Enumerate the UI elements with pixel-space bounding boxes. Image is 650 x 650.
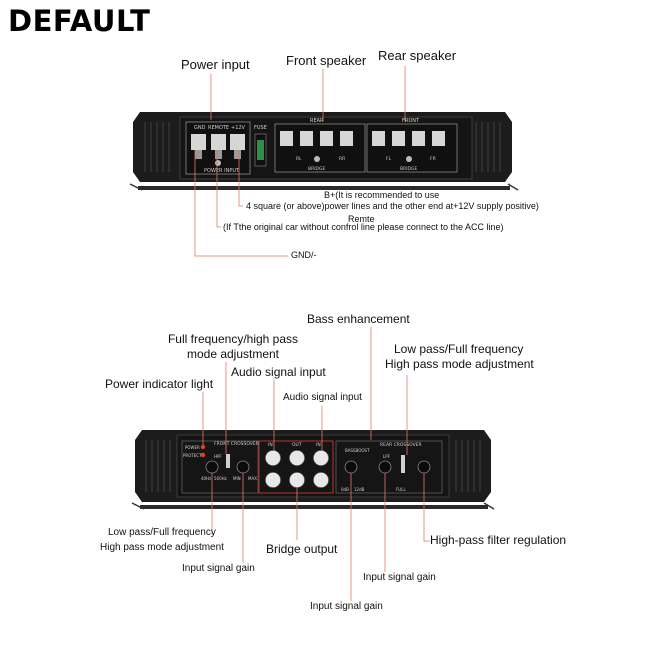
front-mode-switch <box>226 454 230 468</box>
label-rear-speaker: Rear speaker <box>378 48 457 63</box>
protect-led <box>200 452 206 458</box>
panel-bridge-front: BRIDGE <box>400 166 417 172</box>
panel-fr: FR <box>430 156 436 162</box>
panel-in: IN <box>268 442 273 448</box>
power-led <box>200 444 206 450</box>
panel-out: OUT <box>292 442 302 448</box>
panel-front: FRONT <box>402 118 420 124</box>
label-audio-signal-input-small: Audio signal input <box>283 392 362 403</box>
panel-hpf: HPF <box>214 454 222 459</box>
panel-front-crossover: FRONT CROSSOVER <box>214 441 259 447</box>
label-remote-title: Remte <box>348 214 375 224</box>
label-audio-signal-input-big: Audio signal input <box>231 365 326 379</box>
panel-fuse: FUSE <box>254 125 267 131</box>
panel-rr: RR <box>339 156 345 162</box>
panel-protect: PROTECT <box>183 453 202 458</box>
rear-gain-knob <box>378 460 392 474</box>
panel-max: MAX <box>248 476 257 481</box>
label-input-gain-2: Input signal gain <box>363 572 436 583</box>
panel-min: MIN <box>233 476 241 481</box>
front-terminal-screws <box>372 131 445 162</box>
power-terminal-screws <box>191 134 245 166</box>
panel-bassboost: BASSBOOST <box>345 448 370 453</box>
label-hpf-regulation: High-pass filter regulation <box>430 533 567 547</box>
rca-panel <box>258 440 334 494</box>
panel-remote: REMOTE <box>208 125 229 131</box>
panel-40hz: 40Hz <box>201 476 211 481</box>
label-bass-enhancement: Bass enhancement <box>307 312 410 326</box>
label-low-pass-2: High pass mode adjustment <box>385 357 534 371</box>
top-amplifier: GND REMOTE +12V FUSE REAR FRONT POWER IN… <box>129 66 519 257</box>
top-heatsink-fins-left <box>144 122 170 172</box>
rear-mode-switch <box>401 455 405 473</box>
label-full-freq-1: Full frequency/high pass <box>167 332 299 346</box>
label-b-plus-2: 4 square (or above)power lines and the o… <box>246 201 539 211</box>
label-remote-note: (If Tthe original car without confrol li… <box>223 222 504 232</box>
top-callout-lines <box>194 66 406 257</box>
rca-jacks <box>265 450 329 488</box>
panel-500hz: 500Hz <box>214 476 227 481</box>
rear-terminal-screws <box>280 131 353 162</box>
bottom-callout-lines <box>202 327 430 601</box>
watermark-text: DEFAULT <box>8 4 151 38</box>
label-front-speaker: Front speaker <box>286 53 367 68</box>
front-gain-knob <box>236 460 250 474</box>
panel-in-2: IN <box>316 442 321 448</box>
front-crossover-box <box>181 440 259 494</box>
label-lp-left-2: High pass mode adjustment <box>100 542 224 553</box>
panel-bridge-rear: BRIDGE <box>308 166 325 172</box>
panel-rear-crossover: REAR CROSSOVER <box>380 442 422 448</box>
label-input-gain-3: Input signal gain <box>310 601 383 612</box>
panel-rl: RL <box>296 156 302 162</box>
label-low-pass-1: Low pass/Full frequency <box>394 342 524 356</box>
bassboost-knob <box>344 460 358 474</box>
label-lp-left-1: Low pass/Full frequency <box>108 527 216 538</box>
panel-fl: FL <box>386 156 392 162</box>
panel-power-input: POWER INPUT <box>204 168 240 174</box>
panel-lpf: LPF <box>383 454 391 459</box>
panel-gnd: GND <box>194 125 206 131</box>
panel-plus12: +12V <box>231 125 246 131</box>
bottom-amplifier: FRONT CROSSOVER REAR CROSSOVER BASSBOOST… <box>131 327 495 601</box>
panel-0db: 0dB <box>341 487 349 492</box>
panel-12db: 12dB <box>354 487 365 492</box>
panel-full: FULL <box>396 487 406 492</box>
panel-rear: REAR <box>310 118 324 124</box>
panel-power: POWER <box>185 445 200 450</box>
rear-crossover-box <box>335 440 443 494</box>
label-b-plus-1: B+(It is recommended to use <box>324 190 440 200</box>
front-crossover-knob <box>205 460 219 474</box>
top-heatsink-fins-right <box>475 122 501 172</box>
label-full-freq-2: mode adjustment <box>186 347 280 361</box>
label-power-indicator: Power indicator light <box>105 377 214 391</box>
bottom-heatsink-fins-right <box>455 440 481 492</box>
label-input-gain-1: Input signal gain <box>182 563 255 574</box>
label-power-input: Power input <box>181 57 250 72</box>
label-gnd: GND/- <box>291 250 317 260</box>
hpf-knob <box>417 460 431 474</box>
label-bridge-output: Bridge output <box>266 542 338 556</box>
fuse <box>257 140 264 160</box>
bottom-heatsink-fins-left <box>145 440 171 492</box>
